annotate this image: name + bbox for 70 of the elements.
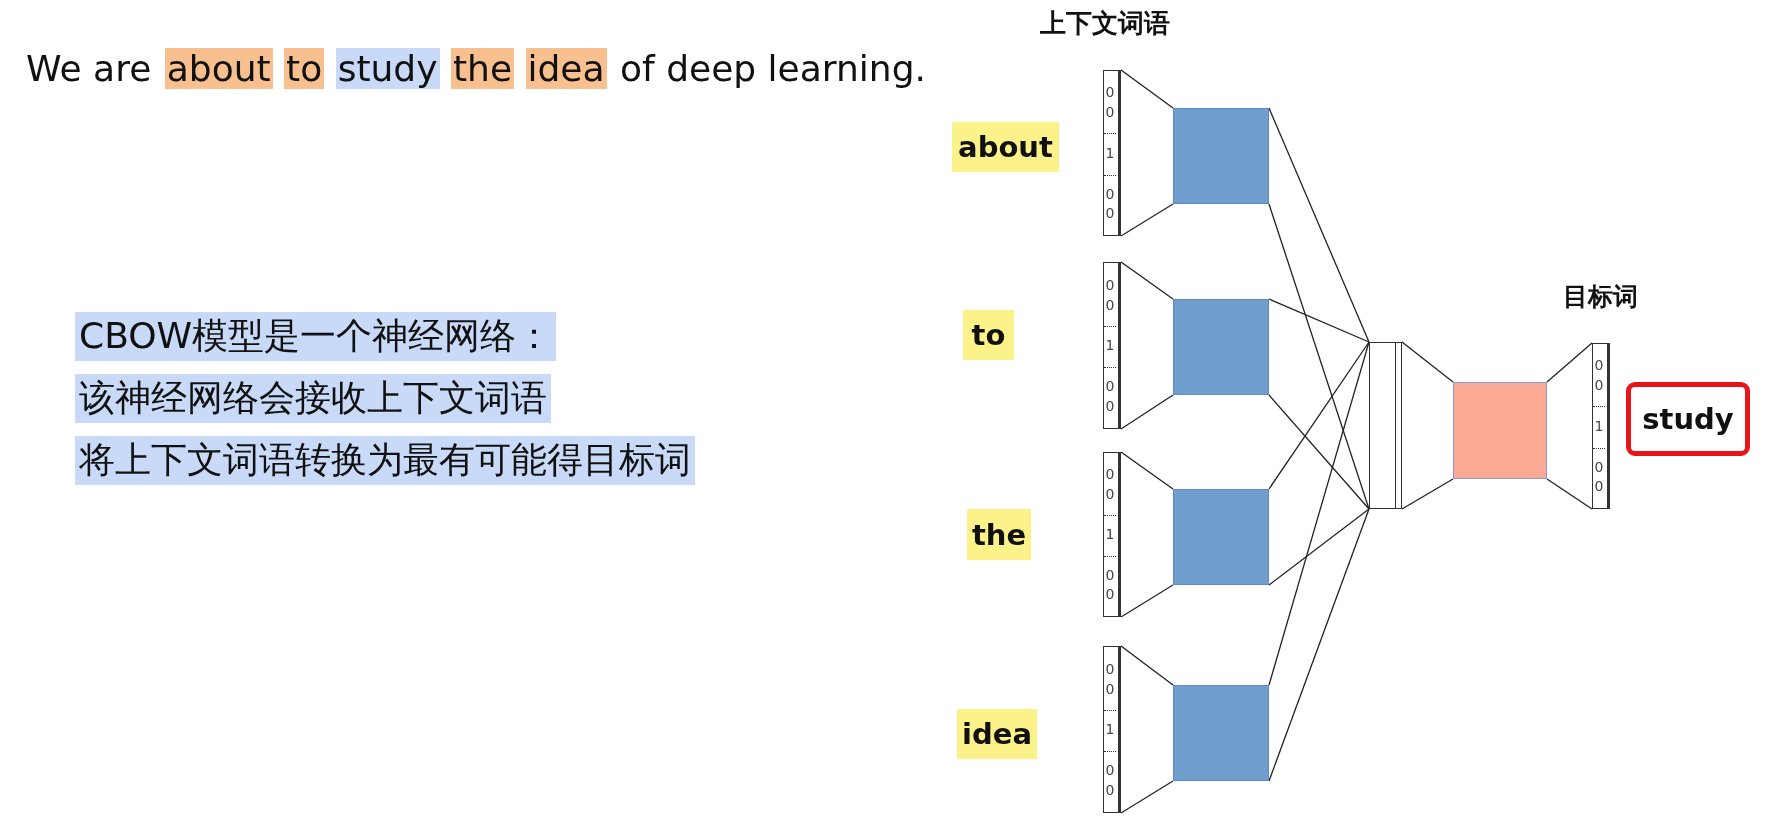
vector-digit: 0 <box>1594 479 1604 495</box>
one-hot-vector <box>1592 343 1610 509</box>
vector-digit: 0 <box>1105 277 1115 293</box>
vector-digit: 0 <box>1105 297 1115 313</box>
vector-digit: 0 <box>1105 567 1115 583</box>
embedding-box <box>1173 685 1269 781</box>
vector-digit: 1 <box>1105 527 1115 542</box>
vector-digit: 1 <box>1105 145 1115 161</box>
highlighted-word: study <box>335 48 440 89</box>
connector-line <box>1401 341 1454 383</box>
connector-line <box>1268 298 1370 343</box>
connector-line <box>1120 780 1174 814</box>
one-hot-vector <box>1103 70 1121 236</box>
vector-digit: 0 <box>1105 206 1115 222</box>
heading-label: 目标词 <box>1563 281 1638 313</box>
vector-digit: 0 <box>1594 459 1604 475</box>
context-word-label: the <box>967 509 1031 560</box>
connector-line <box>1546 478 1593 510</box>
vector-digit: 0 <box>1105 681 1115 697</box>
vector-digit: 1 <box>1594 418 1604 434</box>
vector-digit: 0 <box>1594 378 1604 394</box>
vector-digit: 1 <box>1105 722 1115 737</box>
connector-line <box>1120 394 1174 430</box>
hidden-layer-bar <box>1369 342 1402 509</box>
sentence-text: of deep learning. <box>619 48 927 89</box>
one-hot-vector <box>1103 452 1121 617</box>
vector-digit: 0 <box>1105 85 1115 101</box>
connector-line <box>1120 69 1174 109</box>
vector-digit: 1 <box>1105 338 1115 353</box>
connector-line <box>1546 342 1593 383</box>
context-word-label: about <box>952 122 1059 172</box>
connector-line <box>1268 107 1370 343</box>
vector-digit: 0 <box>1105 661 1115 677</box>
connector-line <box>1268 341 1370 490</box>
connector-line <box>1120 584 1174 618</box>
vector-digit: 0 <box>1105 105 1115 121</box>
vector-digit: 0 <box>1594 358 1604 374</box>
vector-digit: 0 <box>1105 487 1115 503</box>
highlighted-word: idea <box>525 48 607 89</box>
vector-digit: 0 <box>1105 587 1115 603</box>
highlighted-word: about <box>164 48 273 89</box>
vector-digit: 0 <box>1105 186 1115 202</box>
context-word-label: idea <box>957 709 1037 759</box>
vector-digit: 0 <box>1105 467 1115 483</box>
projection-box <box>1453 382 1547 479</box>
connector-line <box>1268 508 1370 782</box>
vector-digit: 0 <box>1105 398 1115 414</box>
connector-line <box>1268 508 1370 586</box>
highlighted-word: to <box>284 48 325 89</box>
one-hot-vector <box>1103 262 1121 429</box>
context-word-label: to <box>963 310 1014 360</box>
one-hot-vector <box>1103 646 1121 813</box>
connector-line <box>1268 203 1370 510</box>
connector-line <box>1120 261 1174 300</box>
vector-digit: 0 <box>1105 782 1115 798</box>
connector-line <box>1401 478 1454 510</box>
embedding-box <box>1173 489 1269 585</box>
connector-line <box>1120 203 1174 237</box>
target-word-box: study <box>1626 382 1750 456</box>
connector-line <box>1268 341 1370 686</box>
vector-digit: 0 <box>1105 379 1115 395</box>
vector-digit: 0 <box>1105 763 1115 779</box>
highlighted-word: the <box>450 48 515 89</box>
connector-line <box>1268 394 1370 510</box>
connector-line <box>1120 645 1174 686</box>
connector-line <box>1120 451 1174 490</box>
sentence-text: We are <box>25 48 153 89</box>
heading-label: 上下文词语 <box>1040 7 1170 40</box>
embedding-box <box>1173 299 1269 395</box>
embedding-box <box>1173 108 1269 204</box>
